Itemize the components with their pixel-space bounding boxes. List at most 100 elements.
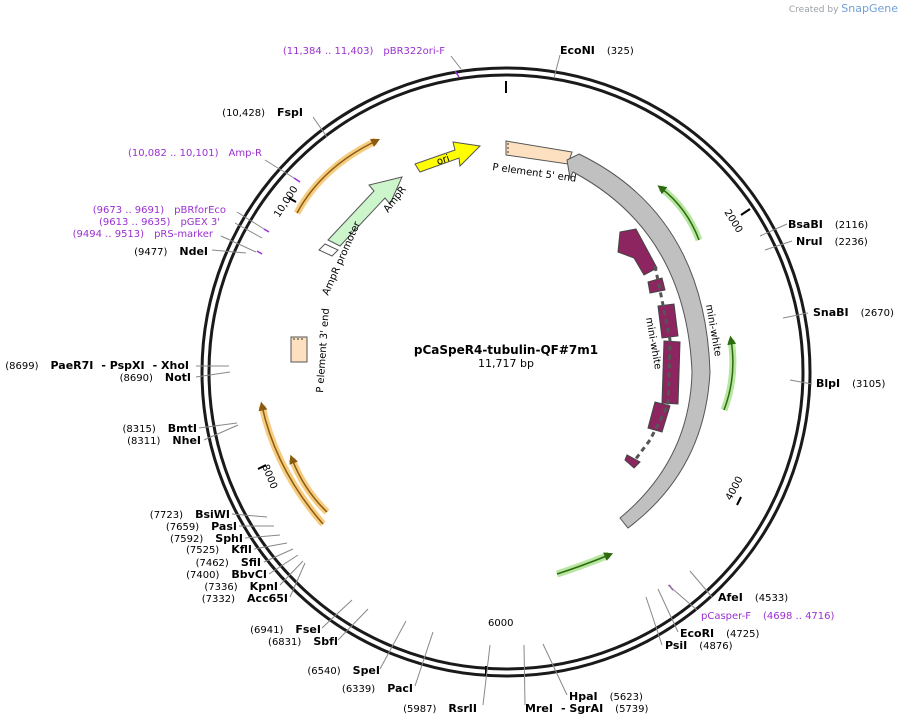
enzyme-bmti: BmtI	[168, 422, 197, 435]
backbone-inner-ring	[207, 73, 805, 671]
svg-text:(8690)NotI: (8690)NotI	[120, 371, 191, 384]
backbone-outer-ring	[200, 66, 812, 678]
enzyme-bbvci: BbvCI	[231, 568, 267, 581]
primer-amp-r: Amp-R	[229, 148, 263, 159]
svg-text:10,000: 10,000	[272, 184, 300, 219]
feature-ori[interactable]: ori	[414, 141, 482, 173]
svg-text:(6339)PacI: (6339)PacI	[342, 682, 413, 695]
enzyme-labels: EcoNI(325) BsaBI(2116) NruI(2236) SnaBI(…	[5, 44, 894, 715]
svg-text:EcoRI(4725): EcoRI(4725)	[680, 627, 760, 640]
enzyme-paer7i: PaeR7I	[51, 359, 94, 372]
svg-text:(7525)KflI: (7525)KflI	[186, 543, 252, 556]
enzyme-kpni: KpnI	[250, 580, 278, 593]
enzyme-acc65i: Acc65I	[247, 592, 288, 605]
svg-text:(6941)FseI: (6941)FseI	[250, 623, 321, 636]
enzyme-pspxi: - PspXI	[101, 359, 144, 372]
svg-text:(6831)SbfI: (6831)SbfI	[268, 635, 338, 648]
tick-8000: 8000	[257, 463, 279, 491]
feature-amp-r[interactable]: AmpR AmpR promoter	[318, 176, 409, 297]
tick-4000: 4000	[724, 475, 746, 506]
svg-text:(7332)Acc65I: (7332)Acc65I	[202, 592, 288, 605]
svg-text:(8311)NheI: (8311)NheI	[127, 434, 201, 447]
label-p-element-5: P element 5' end	[492, 162, 577, 185]
enzyme-afei: AfeI	[718, 591, 743, 604]
tick-10000: 10,000	[272, 184, 300, 219]
svg-text:(7723)BsiWI: (7723)BsiWI	[150, 508, 230, 521]
svg-text:(7336)KpnI: (7336)KpnI	[204, 580, 278, 593]
enzyme-rsrii: RsrII	[448, 702, 477, 715]
primer-pgex-3: pGEX 3'	[180, 217, 220, 228]
svg-text:(10,428)FspI: (10,428)FspI	[222, 106, 303, 119]
svg-text:BlpI(3105): BlpI(3105)	[816, 377, 885, 390]
enzyme-bsabi: BsaBI	[788, 218, 823, 231]
svg-text:MreI- SgrAI(5739): MreI- SgrAI(5739)	[525, 702, 649, 715]
svg-text:BsaBI(2116): BsaBI(2116)	[788, 218, 868, 231]
enzyme-sgrai: - SgrAI	[561, 702, 603, 715]
svg-text:(8315)BmtI: (8315)BmtI	[123, 422, 197, 435]
svg-text:(9494 .. 9513)pRS-marker: (9494 .. 9513)pRS-marker	[73, 229, 214, 240]
svg-text:(7462)SfiI: (7462)SfiI	[196, 556, 261, 569]
svg-text:(5987)RsrII: (5987)RsrII	[403, 702, 477, 715]
enzyme-noti: NotI	[165, 371, 191, 384]
enzyme-econi: EcoNI	[560, 44, 595, 57]
orange-arrow-8000-a	[258, 401, 326, 527]
orange-arrow-amp	[293, 137, 381, 215]
enzyme-sfii: SfiI	[241, 556, 261, 569]
svg-text:(6540)SpeI: (6540)SpeI	[307, 664, 380, 677]
svg-text:pCasper-F(4698 .. 4716): pCasper-F(4698 .. 4716)	[701, 611, 835, 622]
primer-pbr322ori-f: pBR322ori-F	[383, 46, 445, 57]
enzyme-snabi: SnaBI	[813, 306, 849, 319]
svg-text:(9613 .. 9635)pGEX 3': (9613 .. 9635)pGEX 3'	[99, 217, 220, 228]
tick-6000: 6000	[485, 618, 513, 676]
enzyme-spei: SpeI	[353, 664, 380, 677]
svg-text:(10,082 .. 10,101)Amp-R: (10,082 .. 10,101)Amp-R	[128, 148, 262, 159]
svg-text:HpaI(5623): HpaI(5623)	[569, 690, 643, 703]
enzyme-sbfi: SbfI	[313, 635, 338, 648]
svg-text:AfeI(4533): AfeI(4533)	[718, 591, 788, 604]
svg-text:6000: 6000	[488, 618, 513, 629]
svg-text:NruI(2236): NruI(2236)	[796, 235, 868, 248]
enzyme-kfli: KflI	[231, 543, 252, 556]
svg-text:SnaBI(2670): SnaBI(2670)	[813, 306, 894, 319]
enzyme-bsiwi: BsiWI	[195, 508, 230, 521]
svg-text:(7592)SphI: (7592)SphI	[170, 532, 243, 545]
enzyme-hpai: HpaI	[569, 690, 598, 703]
enzyme-mrei: MreI	[525, 702, 553, 715]
primer-prs-marker: pRS-marker	[154, 229, 214, 240]
enzyme-leader-lines	[195, 54, 813, 706]
enzyme-blpi: BlpI	[816, 377, 840, 390]
feature-p-element-5[interactable]: P element 5' end	[492, 140, 577, 185]
svg-text:(11,384 .. 11,403)pBR322ori-F: (11,384 .. 11,403)pBR322ori-F	[283, 46, 445, 57]
tick-2000: 2000	[721, 208, 751, 235]
svg-text:(8699)PaeR7I- PspXI- XhoI: (8699)PaeR7I- PspXI- XhoI	[5, 359, 189, 372]
green-arrow-right	[720, 335, 737, 412]
plasmid-name: pCaSpeR4-tubulin-QF#7m1	[414, 343, 598, 357]
svg-text:2000: 2000	[721, 208, 744, 235]
enzyme-sphi: SphI	[215, 532, 243, 545]
label-ori: ori	[435, 153, 451, 168]
green-arrow-top	[657, 185, 703, 242]
enzyme-paci: PacI	[387, 682, 413, 695]
enzyme-ndei: NdeI	[179, 245, 208, 258]
orange-arrow-8000-b	[288, 454, 330, 515]
svg-text:(9477)NdeI: (9477)NdeI	[134, 245, 208, 258]
svg-text:(9673 .. 9691)pBRforEco: (9673 .. 9691)pBRforEco	[93, 205, 226, 216]
enzyme-psii: PsiI	[665, 639, 687, 652]
snapgene-credit: Created by SnapGene	[789, 2, 898, 15]
credit-prefix: Created by	[788, 5, 839, 15]
enzyme-fspi: FspI	[277, 106, 303, 119]
primer-labels: (11,384 .. 11,403)pBR322ori-F (10,082 ..…	[73, 46, 835, 622]
svg-text:(7400)BbvCI: (7400)BbvCI	[186, 568, 267, 581]
svg-text:PsiI(4876): PsiI(4876)	[665, 639, 733, 652]
feature-p-element-3[interactable]: P element 3' end	[290, 308, 332, 393]
svg-text:4000: 4000	[724, 475, 746, 503]
label-p-element-3: P element 3' end	[315, 308, 332, 393]
feature-mini-white-outer[interactable]: mini-white	[566, 153, 723, 529]
snapgene-logo: SnapGene	[841, 2, 898, 15]
svg-text:EcoNI(325): EcoNI(325)	[560, 44, 634, 57]
primer-pbrforeco: pBRforEco	[174, 205, 226, 216]
svg-text:(7659)PasI: (7659)PasI	[166, 520, 237, 533]
enzyme-ecori: EcoRI	[680, 627, 714, 640]
